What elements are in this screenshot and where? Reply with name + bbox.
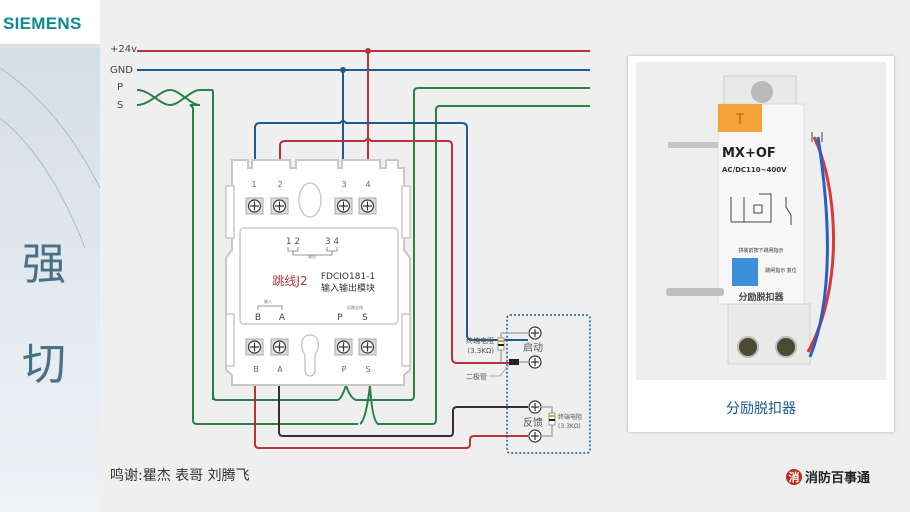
mid-label-a: A (279, 313, 286, 323)
mid-label-p: P (337, 313, 343, 323)
footer-brand-text: 消防百事通 (805, 471, 871, 486)
bottom-label-b: B (253, 365, 259, 374)
terminal-label-2: 2 (277, 180, 282, 189)
wire-a-feedback (278, 385, 528, 437)
photo-caption: 分励脱扣器 (726, 401, 796, 417)
bottom-label-a: A (277, 365, 283, 374)
start-label: 启动 (523, 341, 543, 354)
field-device-box (506, 314, 591, 454)
terminal-label-1: 1 (251, 180, 256, 189)
left-panel: SIEMENS 强 切 (0, 0, 100, 512)
io-module (225, 159, 411, 386)
bus-label-p: P (117, 82, 123, 93)
bus-label-s: S (117, 100, 123, 111)
device-reset: 跳闸指示 复位 (765, 267, 797, 274)
output-group-1-2: 1 2 (286, 237, 300, 247)
resistor-1-value: (3.3KΩ) (467, 347, 494, 355)
screw-terminals-bottom (245, 338, 377, 356)
feedback-label: 反馈 (523, 416, 543, 429)
bottom-label-p: P (342, 365, 347, 374)
terminal-label-3: 3 (341, 180, 346, 189)
shunt-trip-illustration: T MX+OF AC/DC110~400V 拼装前按下跳闸指示 跳闸指示 复位 … (666, 75, 835, 365)
device-model: MX+OF (722, 146, 776, 161)
terminal-label-4: 4 (365, 180, 370, 189)
footer-brand: 消 消防百事通 (786, 467, 870, 486)
fire-hydrant-icon: 消 (786, 468, 802, 485)
wire-b-feedback (254, 385, 528, 449)
resistor-2-label: 终端电阻 (558, 413, 582, 421)
wire-p-in (136, 89, 214, 400)
wire-s-in (136, 88, 201, 420)
device-photo-card: T MX+OF AC/DC110~400V 拼装前按下跳闸指示 跳闸指示 复位 … (628, 56, 894, 432)
wire-p-out (345, 87, 420, 401)
mid-label-b: B (255, 313, 261, 323)
divider (0, 45, 100, 48)
logo-bar: SIEMENS (0, 0, 100, 44)
loop-caption: 回路总线 (347, 304, 363, 310)
input-caption: 输入 (264, 298, 272, 304)
diode (509, 359, 519, 365)
resistor-2-value: (3.3KΩ) (558, 423, 581, 430)
resistor-1-label: 终端电阻 (466, 336, 494, 345)
device-tab: T (735, 112, 745, 128)
wire-p-loop (212, 100, 338, 401)
module-model: FDCIO181-1 (321, 272, 375, 282)
bus-label-24v: +24v (110, 44, 137, 55)
bus-label-gnd: GND (110, 65, 133, 76)
output-group-3-4: 3 4 (325, 237, 340, 247)
side-title-char-2: 切 (22, 339, 66, 390)
wire-s-out (369, 105, 441, 425)
siemens-logo: SIEMENS (3, 14, 82, 33)
jumper-label: 跳线J2 (272, 274, 307, 288)
device-name-print: 分励脱扣器 (738, 291, 784, 303)
module-description: 输入输出模块 (321, 282, 375, 294)
device-note: 拼装前按下跳闸指示 (738, 247, 783, 254)
device-photo: T MX+OF AC/DC110~400V 拼装前按下跳闸指示 跳闸指示 复位 … (636, 62, 886, 380)
bottom-label-s: S (365, 365, 370, 374)
credits: 鸣谢:瞿杰 表哥 刘腾飞 (110, 468, 250, 484)
side-title-char-1: 强 (22, 239, 66, 290)
wire-t2-start (279, 138, 510, 364)
output-caption: 输出 (308, 253, 316, 259)
diode-label: 二极管 (466, 372, 487, 381)
screw-terminals-top (245, 197, 377, 215)
field-terminals (528, 326, 542, 443)
wire-t1-start (254, 120, 528, 341)
decorative-arcs (0, 67, 100, 248)
wire-s-loop (192, 108, 358, 425)
device-rating: AC/DC110~400V (722, 166, 787, 174)
mid-label-s: S (362, 313, 368, 323)
